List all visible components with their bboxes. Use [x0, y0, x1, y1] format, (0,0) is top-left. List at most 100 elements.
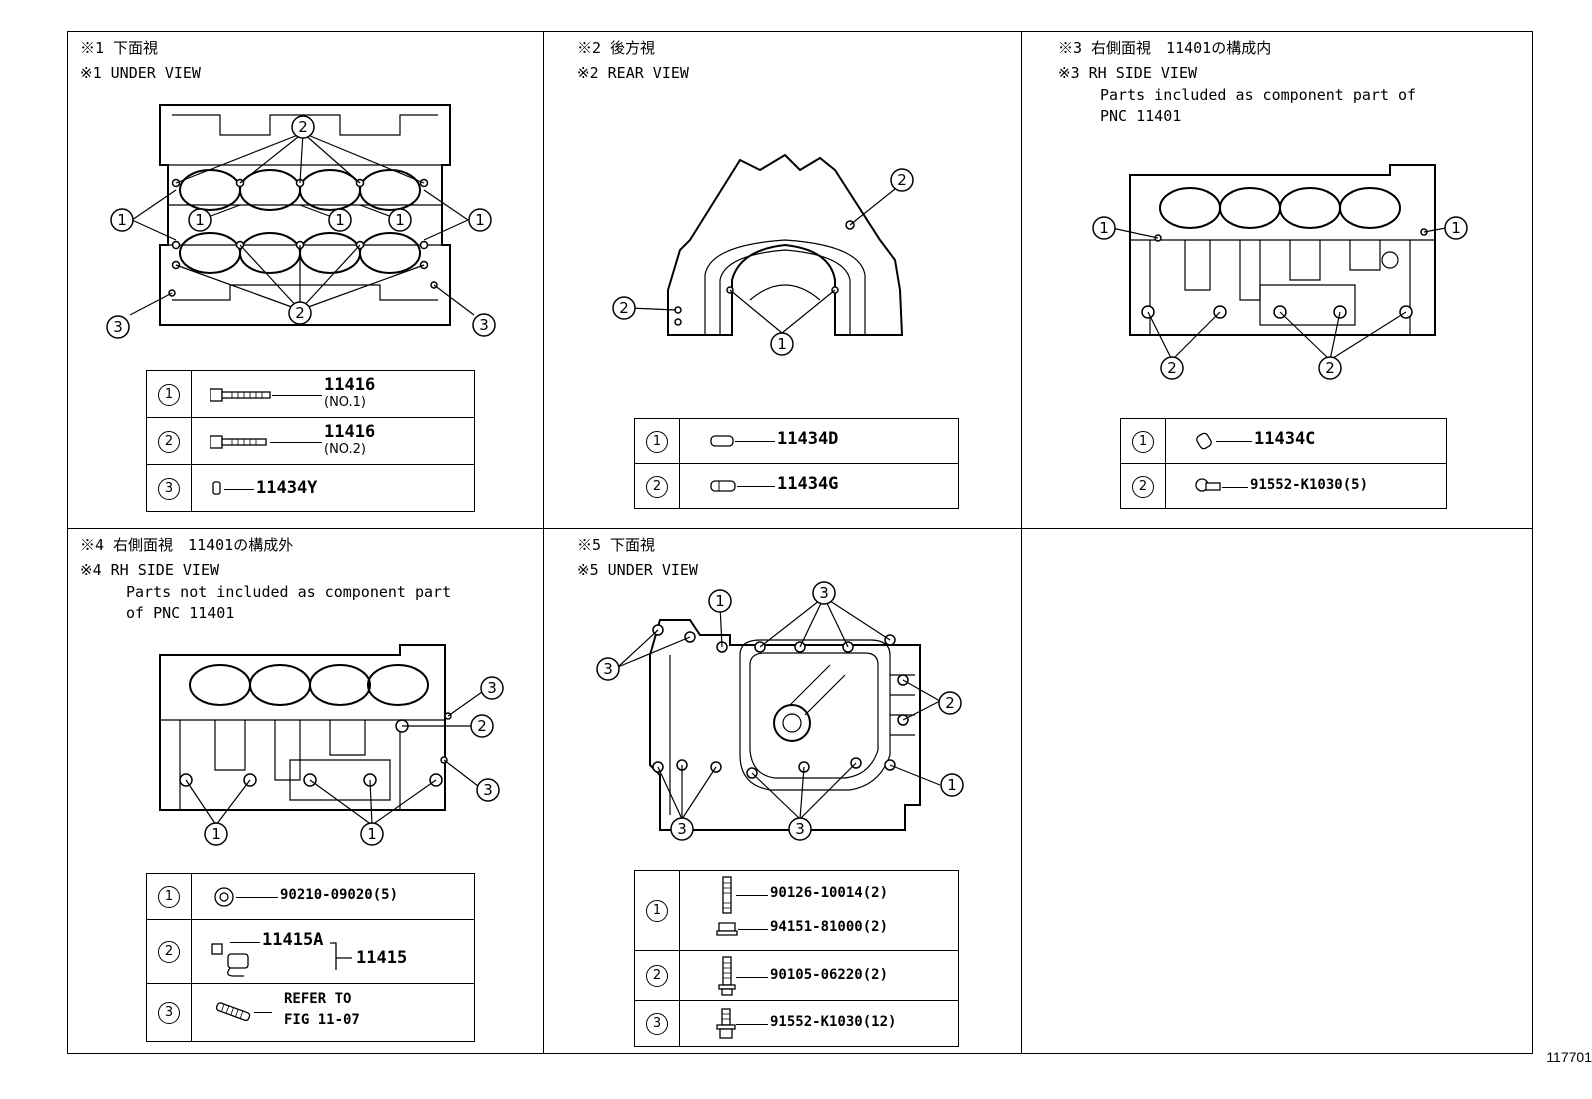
svg-text:3: 3 — [487, 679, 497, 697]
legend-row: 2 11434G — [634, 463, 959, 509]
legend-row: 1 11434C — [1120, 418, 1447, 464]
part-number: 90105-06220(2) — [770, 967, 889, 983]
legend-number: 1 — [646, 430, 668, 453]
part-number: 91552-K1030(12) — [770, 1014, 897, 1030]
dowel-pin-icon — [1196, 432, 1212, 450]
part-number: 11434D — [777, 429, 839, 449]
part-number: 90126-10014(2) — [770, 885, 889, 901]
panel-5-under-view-drawing: 1 3 3 2 1 3 3 — [596, 581, 964, 841]
oil-jet-icon — [211, 943, 249, 977]
panel-2-header-jp: ※2 後方視 — [577, 39, 656, 57]
legend-row: 1 90210-09020(5) — [146, 873, 475, 920]
panel-4-legend-table: 1 90210-09020(5) 2 11415A 11415 3 REFER … — [146, 873, 475, 1042]
svg-text:3: 3 — [113, 318, 123, 336]
legend-number: 2 — [158, 430, 180, 453]
panel-5-header-en: ※5 UNDER VIEW — [577, 561, 698, 579]
legend-number: 2 — [1132, 475, 1154, 498]
panel-4-rh-side-view-drawing: 3 2 3 1 1 — [159, 644, 504, 846]
panel-2-legend-table: 1 11434D 2 11434G — [634, 418, 959, 509]
plug-icon — [214, 887, 234, 907]
panel-2-header-en: ※2 REAR VIEW — [577, 64, 689, 82]
svg-text:1: 1 — [1451, 219, 1461, 237]
part-sub: (NO.1) — [324, 395, 366, 410]
legend-number: 3 — [646, 1013, 668, 1035]
callout-3: 3 — [670, 817, 694, 841]
svg-text:1: 1 — [117, 211, 127, 229]
svg-text:2: 2 — [477, 717, 487, 735]
panel-3-legend-table: 1 11434C 2 91552-K1030(5) — [1120, 418, 1447, 509]
callout-2-bottom: 2 — [288, 301, 312, 325]
part-number: 11434G — [777, 474, 839, 494]
panel-1-header-en: ※1 UNDER VIEW — [80, 64, 201, 82]
callout-1: 1 — [328, 208, 352, 232]
callout-2: 2 — [890, 168, 914, 192]
panel-4-note: Parts not included as component part of … — [126, 583, 452, 622]
svg-text:3: 3 — [819, 584, 829, 602]
callout-1: 1 — [708, 589, 732, 613]
figure-number: 117701 — [1546, 1049, 1592, 1065]
callout-1: 1 — [770, 332, 794, 356]
svg-text:3: 3 — [483, 781, 493, 799]
panel-3-note: Parts included as component part of PNC … — [1100, 86, 1417, 125]
legend-row: 1 11434D — [634, 418, 959, 464]
nut-icon — [716, 922, 738, 936]
callout-2-top: 2 — [291, 115, 315, 139]
svg-text:1: 1 — [211, 825, 221, 843]
svg-text:3: 3 — [795, 820, 805, 838]
part-number: 91552-K1030(5) — [1250, 477, 1369, 493]
svg-text:2: 2 — [298, 118, 308, 136]
svg-text:3: 3 — [603, 660, 613, 678]
bracket-line — [330, 942, 352, 970]
legend-number: 2 — [646, 965, 668, 987]
panel-1-header-jp: ※1 下面視 — [80, 39, 159, 57]
stud-bolt-icon — [215, 1002, 251, 1022]
divider — [543, 32, 544, 1053]
svg-text:1: 1 — [1099, 219, 1109, 237]
part-number-group: 11415 — [356, 948, 408, 968]
part-sub: (NO.2) — [324, 442, 366, 457]
callout-1: 1 — [110, 208, 134, 232]
legend-number: 1 — [158, 383, 180, 406]
svg-text:3: 3 — [677, 820, 687, 838]
svg-text:1: 1 — [367, 825, 377, 843]
flange-bolt-icon — [210, 388, 271, 402]
panel-1-under-view-drawing: 2 2 1 1 1 1 1 3 3 — [106, 104, 496, 339]
callout-1: 1 — [940, 773, 964, 797]
svg-text:2: 2 — [897, 171, 907, 189]
callout-1: 1 — [204, 822, 228, 846]
panel-3-header-jp: ※3 右側面視 11401の構成内 — [1058, 39, 1272, 57]
panel-5-legend-table: 1 90126-10014(2) 94151-81000(2) 2 90105-… — [634, 870, 959, 1047]
svg-text:2: 2 — [619, 299, 629, 317]
callout-3: 3 — [472, 313, 496, 337]
callout-3: 3 — [480, 676, 504, 700]
panel-3-rh-side-view-drawing: 1 1 2 2 — [1092, 164, 1468, 380]
part-number: 11434Y — [256, 478, 318, 498]
legend-row: 2 90105-06220(2) — [634, 950, 959, 1001]
svg-text:2: 2 — [295, 304, 305, 322]
legend-row: 1 11416 (NO.1) — [146, 370, 475, 418]
svg-text:1: 1 — [395, 211, 405, 229]
svg-text:3: 3 — [479, 316, 489, 334]
svg-text:2: 2 — [945, 694, 955, 712]
divider — [68, 528, 1532, 529]
pin-icon — [212, 481, 221, 495]
legend-number: 1 — [158, 886, 180, 908]
flange-bolt-icon — [716, 1008, 736, 1039]
svg-text:2: 2 — [1167, 359, 1177, 377]
callout-1: 1 — [360, 822, 384, 846]
stud-icon — [722, 876, 732, 914]
part-number: 11415A — [262, 930, 324, 950]
legend-number: 1 — [646, 900, 668, 922]
callout-3: 3 — [476, 778, 500, 802]
callout-3: 3 — [788, 817, 812, 841]
callout-2: 2 — [1160, 356, 1184, 380]
legend-number: 3 — [158, 477, 180, 500]
part-number: 11416 — [324, 422, 376, 442]
flange-bolt-icon — [718, 956, 736, 996]
dowel-pin-icon — [710, 480, 736, 492]
svg-text:1: 1 — [947, 776, 957, 794]
callout-1: 1 — [468, 208, 492, 232]
diagram-grid — [67, 31, 1533, 1054]
callout-2: 2 — [1318, 356, 1342, 380]
hex-bolt-icon — [1195, 478, 1221, 492]
